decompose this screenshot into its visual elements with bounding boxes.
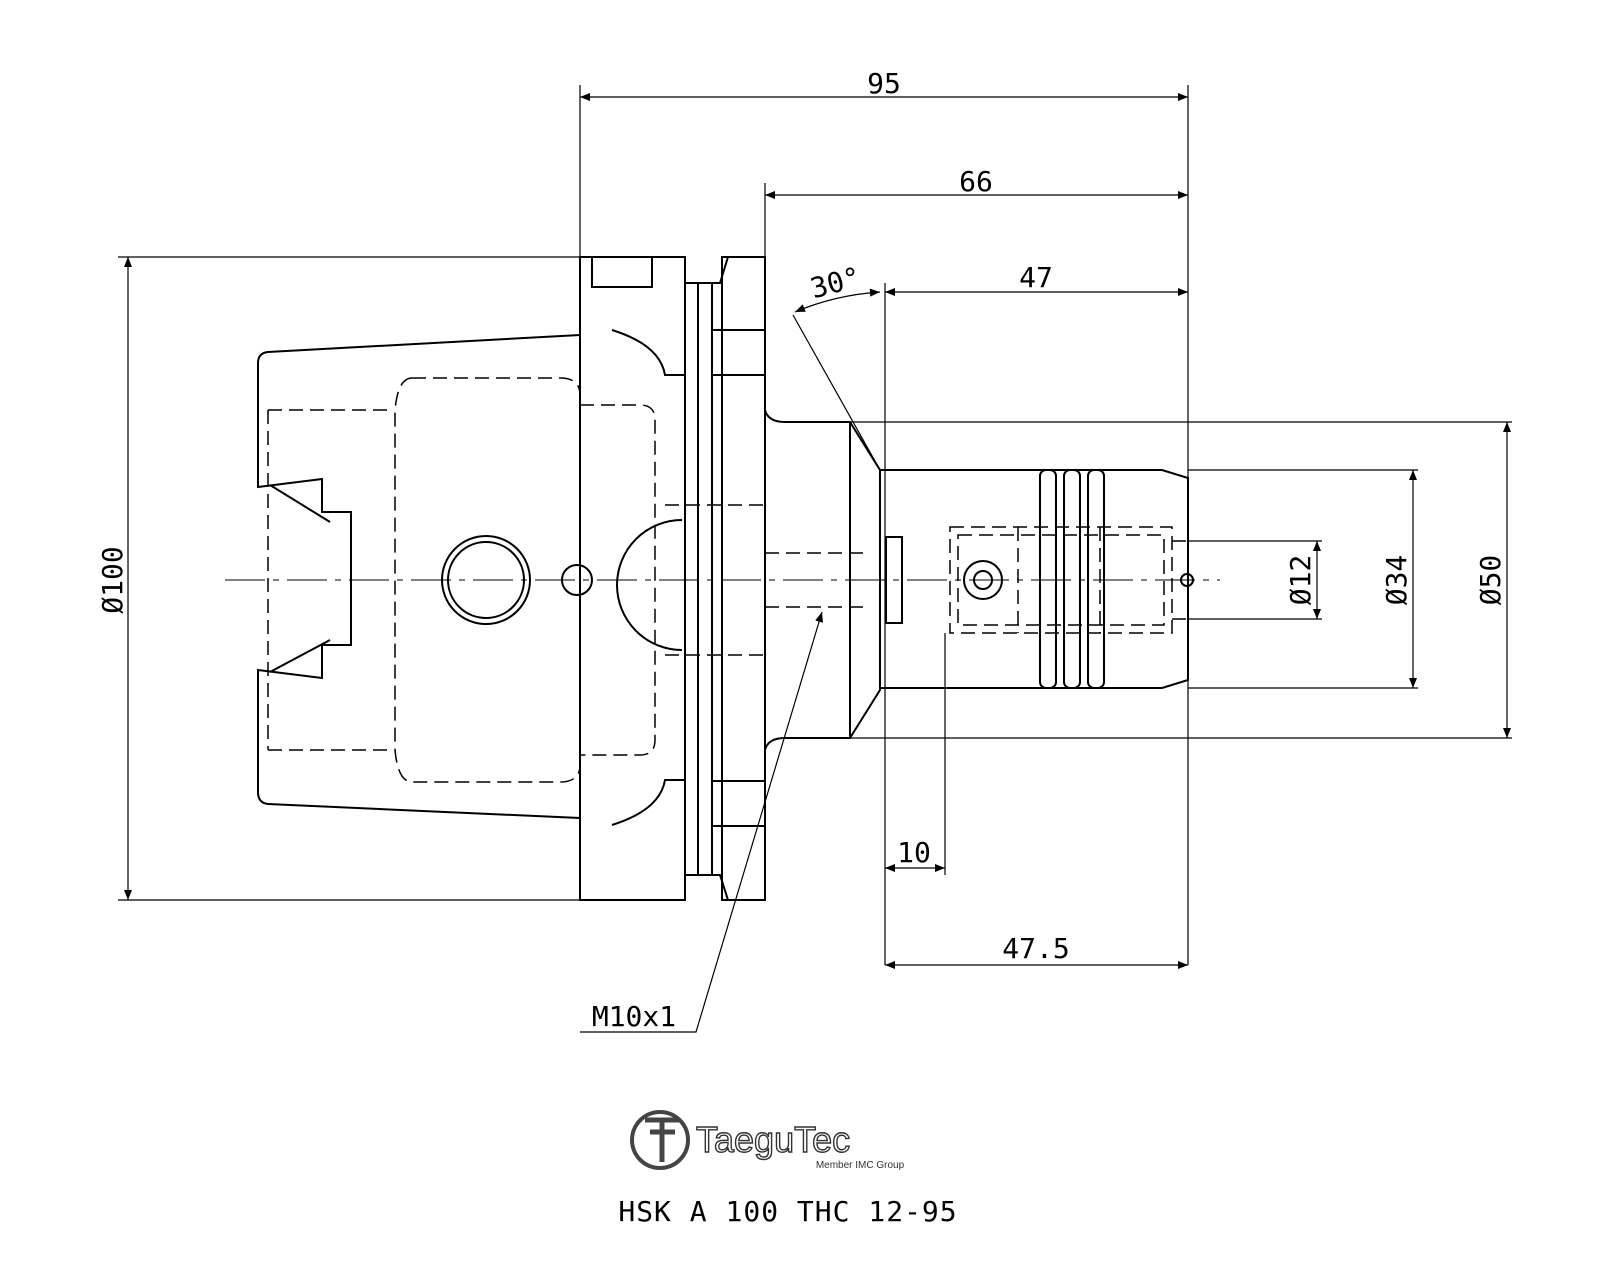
drive-slot-top (591, 256, 653, 288)
hidden-chuck-bore (949, 526, 1173, 634)
logo-t-mark-icon (645, 1117, 680, 1162)
hidden-cavity (394, 377, 581, 783)
flange-block (579, 256, 686, 901)
dim-label-100: Ø100 (96, 546, 129, 613)
part-number-title: HSK A 100 THC 12-95 (618, 1195, 957, 1228)
thread-callout-label: M10x1 (592, 1000, 676, 1033)
clamp-ring-1 (1039, 469, 1057, 689)
taper-inner-line-bottom (269, 639, 331, 673)
hidden-collar (665, 504, 766, 656)
angle-arc (794, 288, 881, 313)
flange-ring (721, 256, 766, 901)
taegutec-logo: TaeguTec Member IMC Group (630, 1110, 905, 1171)
dim-label-34: Ø34 (1380, 555, 1413, 606)
dimension-lines (118, 85, 1512, 1033)
dim-label-47-5: 47.5 (1002, 932, 1069, 965)
taper-inner-line-top (269, 484, 331, 523)
dim-label-50: Ø50 (1474, 555, 1507, 606)
nose-outline (880, 469, 1189, 689)
tool-holder-outline (257, 256, 1194, 901)
groove-top (685, 256, 729, 284)
dim-label-12: Ø12 (1284, 555, 1317, 606)
groove-bottom (685, 874, 729, 901)
hidden-tip (1172, 540, 1188, 620)
hidden-inner-bore (267, 409, 392, 751)
cross-bore (616, 519, 683, 651)
dim-label-10: 10 (897, 836, 931, 869)
shoulder-block (885, 536, 903, 624)
hsk-taper-shank (257, 334, 581, 819)
logo-tagline: Member IMC Group (816, 1160, 905, 1171)
dim-label-30deg: 30° (807, 260, 864, 305)
v-notch-top (611, 329, 685, 376)
clamp-ring-2 (1063, 469, 1081, 689)
dim-label-95: 95 (867, 67, 901, 100)
angle-leg (792, 314, 881, 471)
logo-circle-icon (630, 1110, 690, 1170)
thread-leader (580, 611, 823, 1033)
dim-label-47: 47 (1019, 261, 1053, 294)
hidden-chuck-inner (957, 534, 1165, 626)
hidden-thread (765, 552, 870, 608)
hidden-flange-cavity (580, 404, 656, 756)
v-notch-bottom (611, 779, 685, 826)
logo-brand: TaeguTec (696, 1119, 850, 1160)
dim-label-66: 66 (959, 165, 993, 198)
clamp-ring-3 (1087, 469, 1105, 689)
dimension-labels: 95 66 47 30° Ø100 Ø50 Ø34 Ø12 10 47.5 M1… (96, 67, 1507, 1033)
